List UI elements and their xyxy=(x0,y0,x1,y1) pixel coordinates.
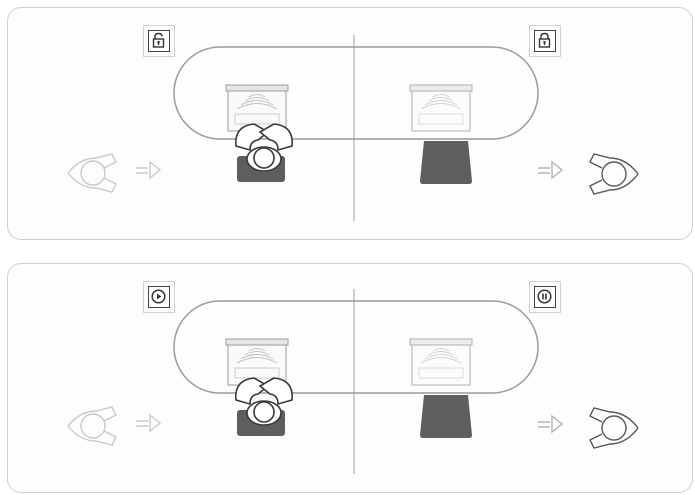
unlocked-padlock-icon xyxy=(148,30,170,52)
person-approaching xyxy=(68,154,160,192)
scene-illustration xyxy=(8,264,693,493)
pause-icon xyxy=(534,286,556,308)
person-leaving xyxy=(538,154,638,194)
person-approaching xyxy=(68,407,160,445)
scene-illustration xyxy=(8,8,693,240)
chair-empty xyxy=(420,141,472,184)
chair-empty xyxy=(420,395,472,438)
scene-lock-unlock xyxy=(7,7,693,240)
laptop-idle xyxy=(410,339,472,385)
scene-play-pause xyxy=(7,263,693,493)
locked-padlock-icon xyxy=(534,30,556,52)
laptop-idle xyxy=(410,85,472,131)
person-leaving xyxy=(538,408,638,448)
play-icon xyxy=(148,286,170,308)
